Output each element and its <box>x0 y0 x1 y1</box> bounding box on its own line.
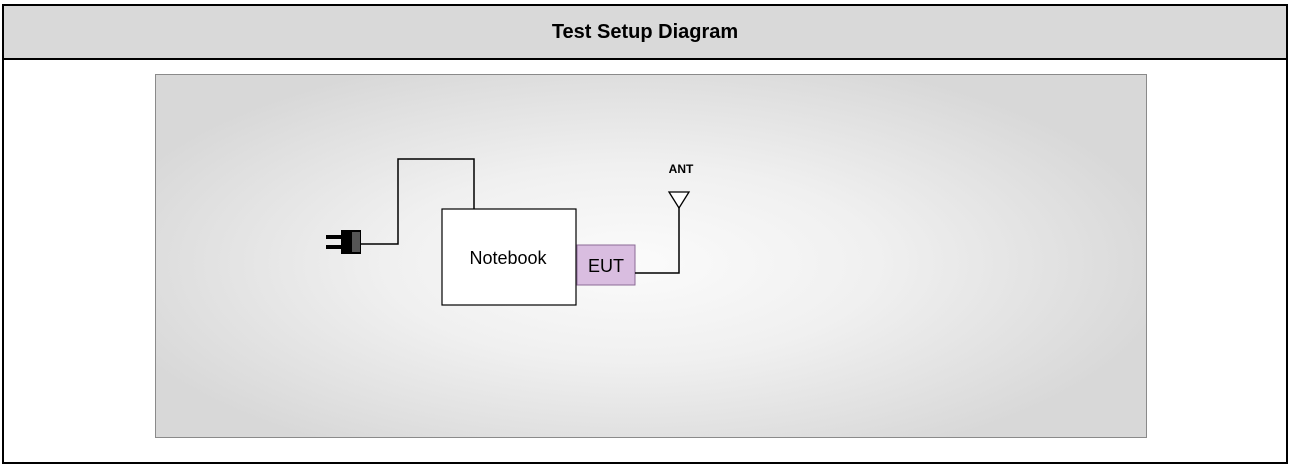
eut-label: EUT <box>588 256 624 276</box>
notebook-label: Notebook <box>469 248 547 268</box>
diagram-frame: Test Setup Diagram Notebook EUT ANT <box>2 4 1288 464</box>
power-cable <box>360 158 475 245</box>
page-title: Test Setup Diagram <box>551 20 739 43</box>
eut-box <box>576 244 636 286</box>
diagram-canvas: Notebook EUT ANT <box>155 74 1147 438</box>
notebook-box <box>441 208 577 306</box>
setup-diagram: Notebook EUT ANT <box>326 158 694 306</box>
header-bar: Test Setup Diagram <box>4 6 1286 60</box>
power-plug-icon <box>326 230 361 254</box>
antenna-icon <box>667 191 691 210</box>
antenna-cable <box>635 205 680 274</box>
antenna-label: ANT <box>669 162 694 176</box>
